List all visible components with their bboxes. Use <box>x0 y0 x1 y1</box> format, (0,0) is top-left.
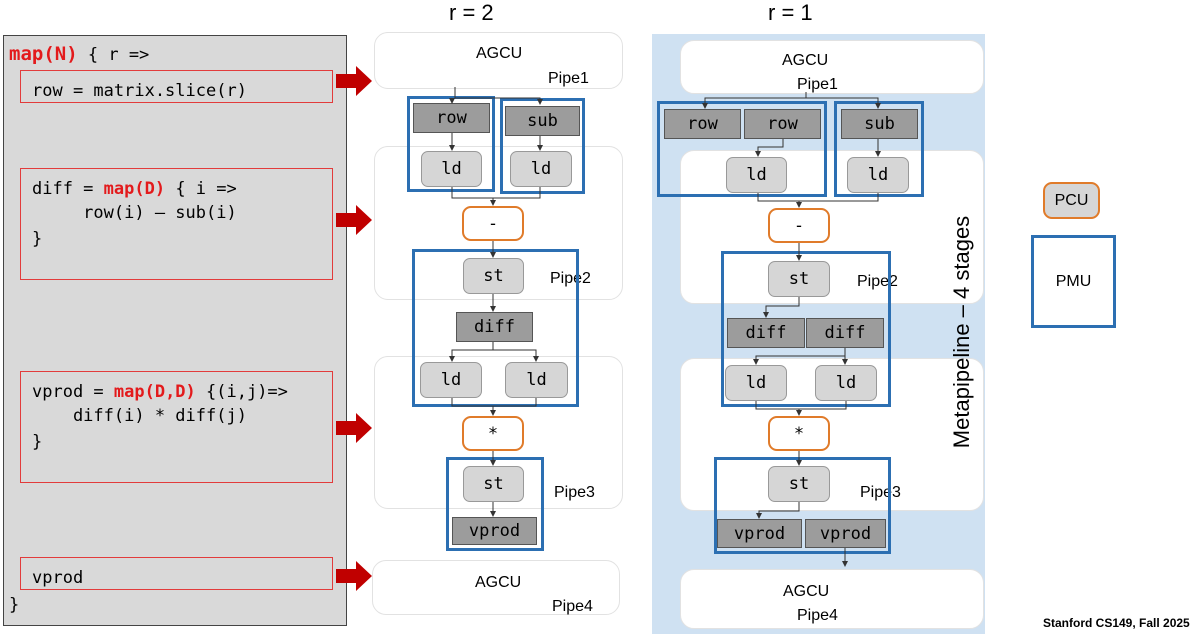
code-box-vprod <box>20 371 333 483</box>
right-minus-pcu: - <box>768 208 830 243</box>
right-diff-ld-node-a: ld <box>725 365 787 401</box>
right-row-buffer-a: row <box>664 109 741 139</box>
right-diff-ld-node-b: ld <box>815 365 877 401</box>
left-agcu-bottom: AGCU <box>475 574 522 591</box>
map-keyword: map(N) <box>9 43 78 65</box>
code-map-line: map(N) { r => <box>9 42 149 67</box>
vprod-post: {(i,j)=> <box>195 382 288 402</box>
code-vprod-close: } <box>32 432 43 452</box>
code-vprod-body: diff(i) * diff(j) <box>32 406 247 426</box>
left-iteration-heading: r = 2 <box>449 0 494 25</box>
arrow-icon <box>336 205 372 235</box>
left-pipe2-label: Pipe2 <box>550 270 591 287</box>
left-diff-ld-node-b: ld <box>505 362 568 398</box>
vprod-map-keyword: map(D,D) <box>113 382 196 402</box>
right-vprod-buffer-a: vprod <box>717 519 802 548</box>
right-diff-pmu <box>721 251 891 407</box>
code-panel <box>3 35 347 626</box>
arrow-icon <box>336 561 372 591</box>
right-sub-pmu <box>834 101 924 197</box>
code-vprod-line: vprod = map(D,D) {(i,j)=> <box>32 380 288 404</box>
left-vprod-buffer: vprod <box>452 517 537 545</box>
left-pipe4-region <box>372 560 620 615</box>
left-pipe1-label: Pipe1 <box>548 70 589 87</box>
arrow-icon <box>336 66 372 96</box>
diff-map-keyword: map(D) <box>103 179 166 199</box>
left-agcu-top: AGCU <box>476 45 523 62</box>
metapipeline-label: Metapipeline – 4 stages <box>949 215 974 449</box>
code-final-close: } <box>9 595 20 615</box>
right-pipe1-region <box>680 40 984 94</box>
code-row-line: row = matrix.slice(r) <box>32 81 247 101</box>
code-output-line: vprod <box>32 568 84 588</box>
right-pipe4-label: Pipe4 <box>797 607 838 624</box>
right-mul-pcu: * <box>768 416 830 451</box>
right-vprod-buffer-b: vprod <box>805 519 886 548</box>
left-row-ld-node: ld <box>421 151 482 187</box>
right-vprod-st-node: st <box>768 466 830 502</box>
legend-pmu: PMU <box>1031 235 1116 328</box>
code-box-diff <box>20 168 333 280</box>
right-vprod-pmu <box>714 457 891 554</box>
right-pipe2-label: Pipe2 <box>857 273 898 290</box>
left-diff-ld-node-a: ld <box>420 362 482 398</box>
left-st-node: st <box>463 258 524 294</box>
diff-post: { i => <box>165 179 237 199</box>
left-row-pmu <box>407 96 495 192</box>
right-st-node: st <box>768 261 830 297</box>
legend-pcu: PCU <box>1043 182 1100 219</box>
left-pipe4-label: Pipe4 <box>552 598 593 615</box>
right-iteration-heading: r = 1 <box>768 0 813 25</box>
left-vprod-pmu <box>446 457 544 551</box>
right-row-ld-node: ld <box>726 157 787 193</box>
left-mul-pcu: * <box>462 416 524 451</box>
left-row-buffer: row <box>413 103 490 133</box>
left-diff-buffer: diff <box>456 312 533 342</box>
left-diff-pmu <box>412 249 579 407</box>
right-row-buffer-b: row <box>744 109 821 139</box>
code-diff-body: row(i) – sub(i) <box>32 203 237 223</box>
right-agcu-bottom: AGCU <box>783 583 830 600</box>
right-diff-buffer-a: diff <box>727 318 805 348</box>
right-pipe1-label: Pipe1 <box>797 76 838 93</box>
vprod-assign: vprod = <box>32 382 114 402</box>
left-vprod-st-node: st <box>463 466 524 502</box>
left-sub-buffer: sub <box>505 106 580 136</box>
right-row-pmu <box>657 101 827 197</box>
left-sub-ld-node: ld <box>510 151 572 187</box>
code-diff-line: diff = map(D) { i => <box>32 177 237 201</box>
right-pipe4-region <box>680 569 984 629</box>
right-diff-buffer-b: diff <box>806 318 884 348</box>
map-rest: { r => <box>77 45 150 65</box>
left-pipe3-label: Pipe3 <box>554 484 595 501</box>
left-sub-pmu <box>500 98 585 194</box>
code-box-output <box>20 557 333 590</box>
arrow-icon <box>336 413 372 443</box>
right-agcu-top: AGCU <box>782 52 829 69</box>
diff-assign: diff = <box>32 179 104 199</box>
footer-credit: Stanford CS149, Fall 2025 <box>1043 616 1190 630</box>
left-minus-pcu: - <box>462 206 524 241</box>
right-sub-buffer: sub <box>841 109 918 139</box>
code-box-row <box>20 70 333 103</box>
right-sub-ld-node: ld <box>847 157 909 193</box>
code-diff-close: } <box>32 229 43 249</box>
